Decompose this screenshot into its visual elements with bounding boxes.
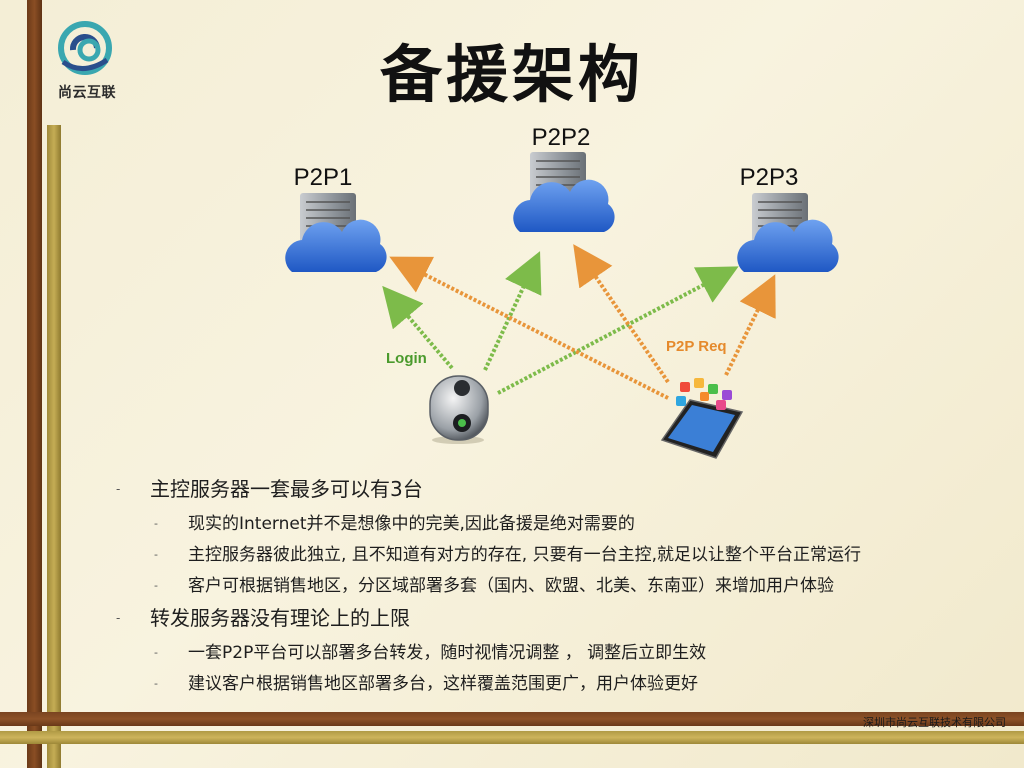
footer-company-name: 深圳市尚云互联技术有限公司 xyxy=(863,716,1006,729)
smartphone-apps-icon xyxy=(660,378,744,459)
server-label-p2p1: P2P1 xyxy=(294,164,353,191)
p2p-req-tag: P2P Req xyxy=(666,338,727,355)
bullet-sub-1-2: 主控服务器彼此独立, 且不知道有对方的存在, 只要有一台主控,就足以让整个平台正… xyxy=(110,541,990,569)
bullet-sub-1-1: 现实的Internet并不是想像中的完美,因此备援是绝对需要的 xyxy=(110,510,990,538)
frame-horizontal-brown-bar xyxy=(0,712,1024,726)
server-cloud-icon-p2p2 xyxy=(513,152,615,232)
frame-vertical-brown-bar xyxy=(27,0,42,768)
logo-text: 尚云互联 xyxy=(58,85,116,101)
ip-camera-icon xyxy=(429,375,489,444)
bullet-sub-1-3: 客户可根据销售地区，分区域部署多套（国内、欧盟、北美、东南亚）来增加用户体验 xyxy=(110,572,990,600)
page-title: 备援架构 xyxy=(379,38,644,111)
bullet-sub-2-2: 建议客户根据销售地区部署多台，这样覆盖范围更广，用户体验更好 xyxy=(110,670,990,698)
bullet-list: 主控服务器一套最多可以有3台 现实的Internet并不是想像中的完美,因此备援… xyxy=(110,474,990,701)
bullet-sub-2-1: 一套P2P平台可以部署多台转发，随时视情况调整 ， 调整后立即生效 xyxy=(110,639,990,667)
architecture-diagram: P2P1 P2P2 P2P3 xyxy=(285,124,839,459)
server-label-p2p3: P2P3 xyxy=(740,164,799,191)
company-logo: 尚云互联 xyxy=(50,20,124,105)
frame-vertical-gold-bar xyxy=(47,125,61,768)
login-arrows xyxy=(382,251,739,395)
login-tag: Login xyxy=(386,350,427,367)
bullet-main-2: 转发服务器没有理论上的上限 xyxy=(110,603,990,633)
request-arrows xyxy=(389,244,776,400)
frame-horizontal-gold-bar xyxy=(0,731,1024,744)
server-cloud-icon-p2p3 xyxy=(737,193,839,272)
bullet-main-1: 主控服务器一套最多可以有3台 xyxy=(110,474,990,504)
server-label-p2p2: P2P2 xyxy=(532,124,591,151)
server-cloud-icon-p2p1 xyxy=(285,193,387,272)
logo-swirl-icon xyxy=(58,21,112,75)
